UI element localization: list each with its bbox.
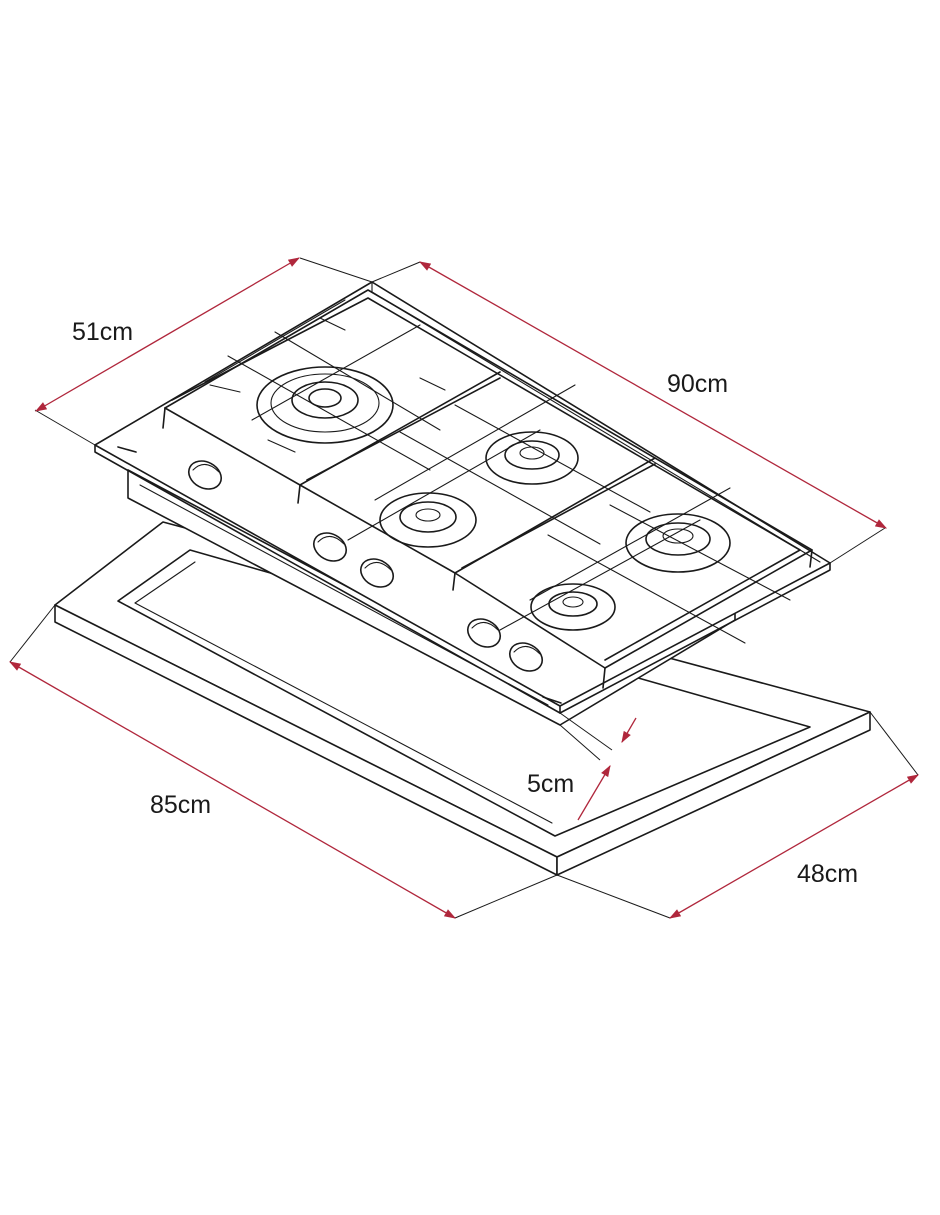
control-knob bbox=[312, 532, 348, 562]
control-knob bbox=[187, 460, 223, 490]
brand-mark bbox=[117, 446, 137, 453]
brand-mark bbox=[542, 696, 562, 704]
dimension-embed-height: 5cm bbox=[527, 717, 637, 821]
cutout-depth-label: 48cm bbox=[797, 860, 858, 888]
dimension-cutout-depth: 48cm bbox=[668, 774, 920, 919]
burner-rear bbox=[485, 431, 579, 485]
embed-height-label: 5cm bbox=[527, 770, 574, 798]
dimension-hob-width: 90cm bbox=[418, 261, 888, 529]
extension-lines bbox=[9, 257, 919, 919]
hob-depth-label: 51cm bbox=[72, 318, 133, 346]
cutout-width-label: 85cm bbox=[150, 791, 211, 819]
burner-right bbox=[625, 513, 731, 573]
burner-front bbox=[530, 583, 616, 631]
dimension-cutout-width: 85cm bbox=[8, 661, 457, 919]
control-knob bbox=[359, 558, 395, 588]
control-knob bbox=[508, 642, 544, 672]
dimension-hob-depth: 51cm bbox=[34, 257, 301, 412]
hob-width-label: 90cm bbox=[667, 370, 728, 398]
control-knob bbox=[466, 618, 502, 648]
